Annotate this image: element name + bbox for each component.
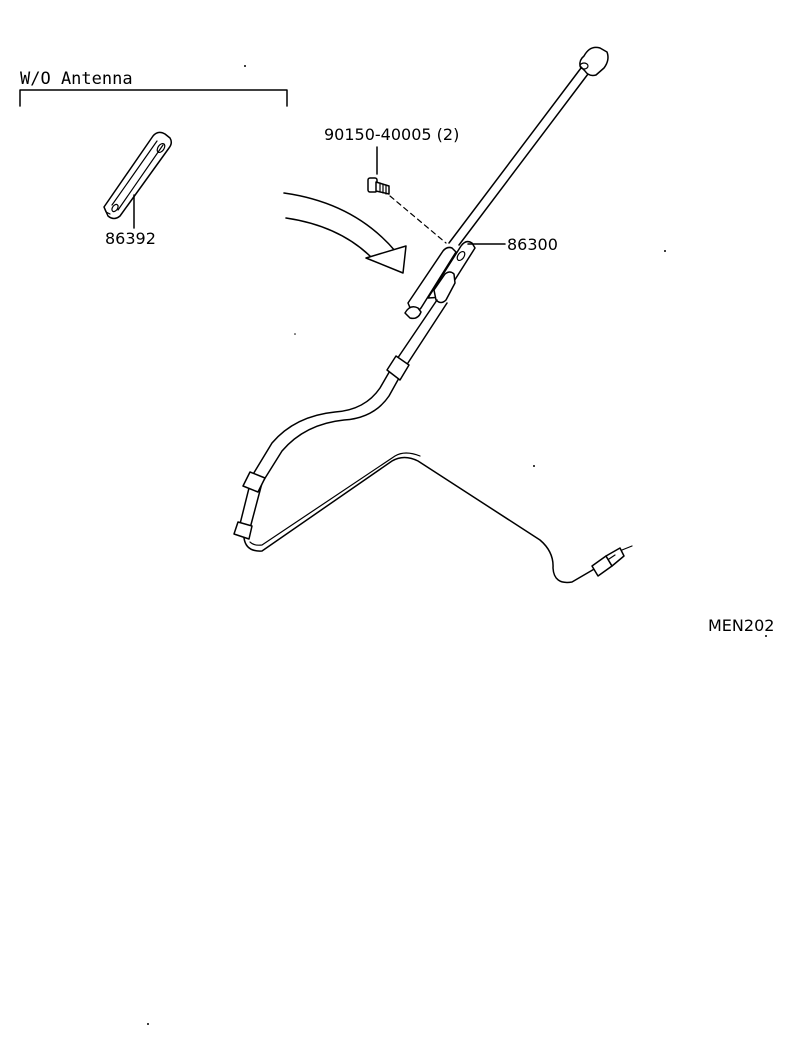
screw-install-line bbox=[389, 195, 447, 244]
scan-speck bbox=[147, 1023, 149, 1025]
figure-code: MEN202 bbox=[708, 616, 774, 635]
scan-speck bbox=[664, 250, 666, 252]
screw-part bbox=[367, 177, 390, 195]
antenna-cable bbox=[233, 299, 633, 584]
antenna-assembly-part bbox=[404, 46, 609, 320]
group-label: W/O Antenna bbox=[20, 69, 133, 89]
scan-speck bbox=[244, 65, 246, 67]
scan-speck bbox=[765, 635, 767, 637]
cover-plate-part bbox=[103, 131, 173, 220]
replacement-arrow bbox=[283, 192, 407, 274]
group-bracket bbox=[19, 89, 288, 107]
screw-part-number: 90150-40005 (2) bbox=[324, 125, 459, 144]
scan-speck bbox=[294, 333, 296, 335]
antenna-part-number: 86300 bbox=[507, 235, 558, 254]
scan-speck bbox=[533, 465, 535, 467]
cover-part-number: 86392 bbox=[105, 229, 156, 248]
